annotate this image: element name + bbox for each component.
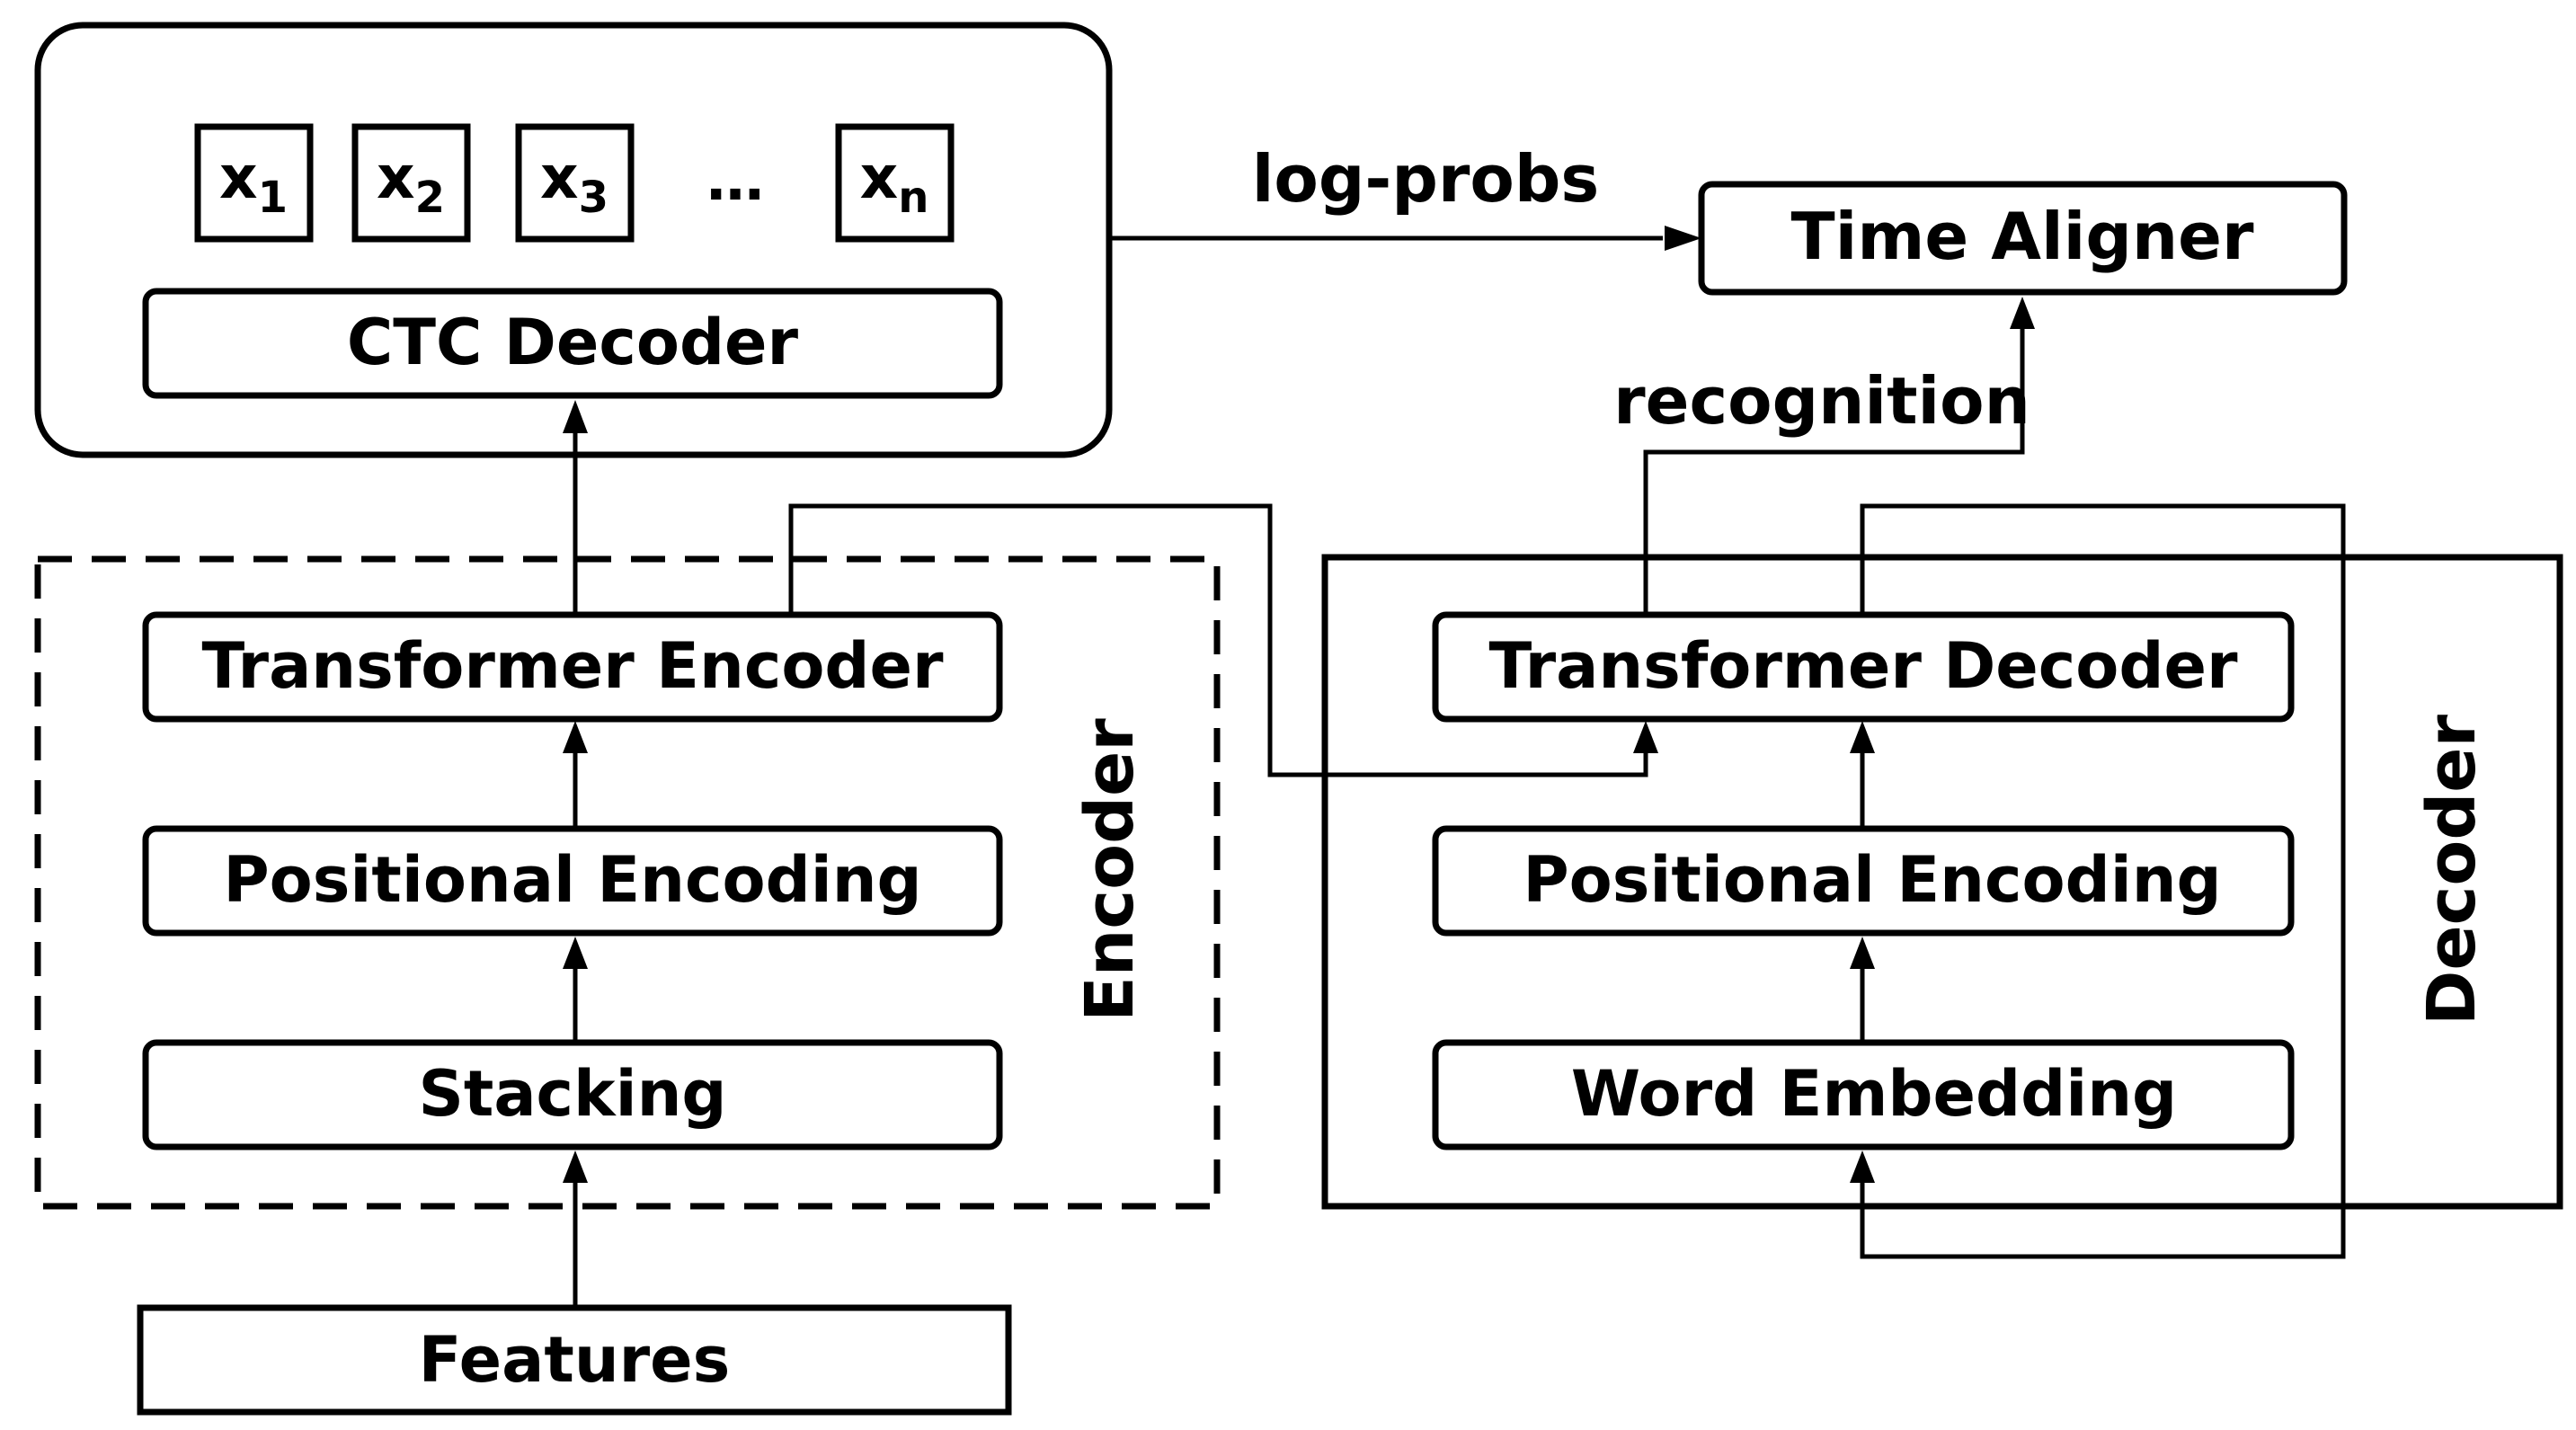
word-embedding-label: Word Embedding [1571, 1057, 2177, 1131]
arrowhead-encoder-to-ctc [563, 400, 588, 433]
output-token-ellipsis: … [706, 147, 764, 214]
recognition-line [1643, 319, 2025, 615]
arrowhead-posenc-to-encoder [563, 721, 588, 753]
encoder-to-decoder-cross-line [788, 503, 1648, 777]
svg-text:x1: x1 [219, 143, 288, 223]
arrowhead-dec-posenc-to-decoder [1850, 721, 1875, 753]
log-probs-label: log-probs [1252, 141, 1599, 217]
output-token-x2: x2 [351, 123, 471, 243]
decoder-positional-encoding-box: Positional Encoding [1432, 825, 2295, 937]
output-token-x1: x1 [194, 123, 314, 243]
stacking-label: Stacking [418, 1057, 726, 1131]
encoder-group-label: Encoder [1071, 718, 1149, 1022]
transformer-encoder-box: Transformer Encoder [142, 611, 1003, 723]
recognition-label: recognition [1613, 363, 2030, 439]
decoder-feedback-loop [1860, 503, 2346, 1259]
transformer-encoder-label: Transformer Encoder [201, 629, 944, 703]
decoder-group [1321, 554, 2563, 1210]
arrowhead-cross-to-decoder [1633, 721, 1658, 753]
encoder-positional-encoding-box: Positional Encoding [142, 825, 1003, 937]
arrowhead-recognition-to-aligner [2010, 297, 2035, 329]
encoder-positional-encoding-label: Positional Encoding [223, 843, 921, 917]
time-aligner-label: Time Aligner [1791, 199, 2254, 274]
transformer-decoder-label: Transformer Decoder [1489, 629, 2238, 703]
features-box: Features [137, 1304, 1012, 1416]
decoder-group-label: Decoder [2413, 715, 2491, 1026]
arrowhead-feedback-to-embedding [1850, 1150, 1875, 1183]
features-label: Features [419, 1323, 731, 1397]
svg-text:xn: xn [860, 143, 929, 223]
arrowhead-embedding-to-dec-posenc [1850, 937, 1875, 969]
ctc-decoder-label: CTC Decoder [347, 306, 799, 379]
output-token-x3: x3 [515, 123, 635, 243]
ctc-decoder-box: CTC Decoder [142, 288, 1003, 399]
svg-text:x3: x3 [540, 143, 608, 223]
output-token-xn: xn [835, 123, 955, 243]
transformer-decoder-box: Transformer Decoder [1432, 611, 2295, 723]
word-embedding-box: Word Embedding [1432, 1039, 2295, 1150]
decoder-positional-encoding-label: Positional Encoding [1523, 843, 2221, 917]
stacking-box: Stacking [142, 1039, 1003, 1150]
svg-text:x2: x2 [377, 143, 445, 223]
arrowhead-ctc-to-aligner [1665, 226, 1701, 251]
arrowhead-features-to-stacking [563, 1150, 588, 1183]
arrowhead-stacking-to-posenc [563, 937, 588, 969]
time-aligner-box: Time Aligner [1698, 181, 2348, 296]
